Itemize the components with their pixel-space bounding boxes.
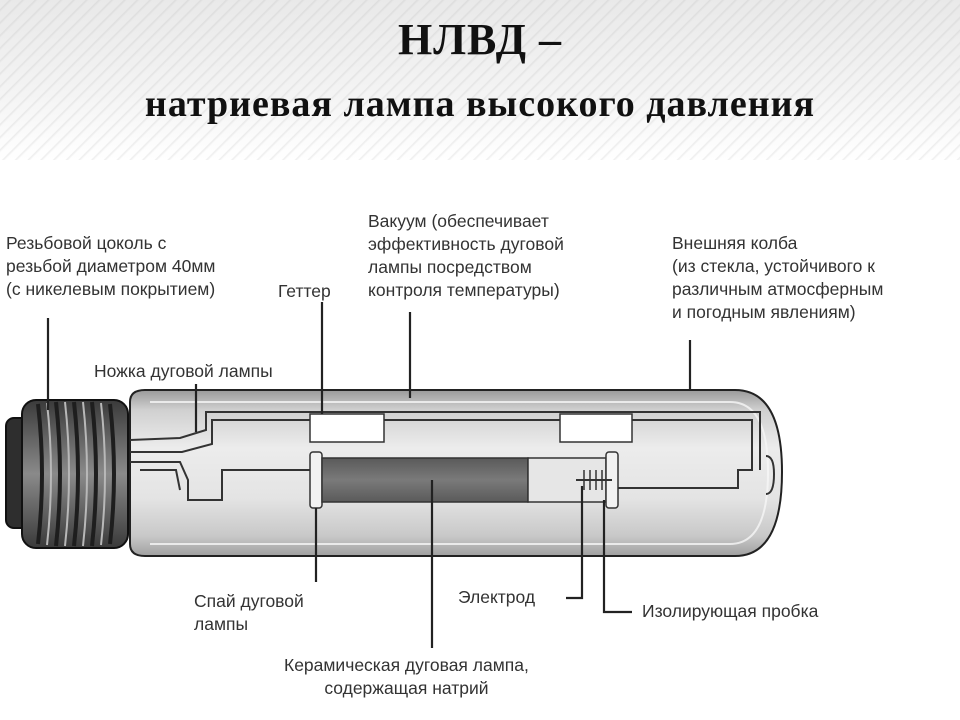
label-arc-stem: Ножка дуговой лампы xyxy=(94,361,273,381)
label-electrode: Электрод xyxy=(458,587,536,607)
header-background xyxy=(0,0,960,160)
getter-right xyxy=(559,413,633,443)
label-arc-seal: Спай дуговой лампы xyxy=(194,591,304,634)
page-title: НЛВД – xyxy=(398,15,562,64)
label-getter: Геттер xyxy=(278,281,331,301)
label-vacuum: Вакуум (обеспечивает эффективность дугов… xyxy=(368,211,564,300)
leader-plug xyxy=(602,500,632,614)
label-ceramic-arc-tube: Керамическая дуговая лампа, содержащая н… xyxy=(284,655,529,698)
getter-left xyxy=(309,413,385,443)
label-screw-base: Резьбовой цоколь с резьбой диаметром 40м… xyxy=(6,233,216,299)
page-subtitle: натриевая лампа высокого давления xyxy=(144,83,816,125)
screw-base xyxy=(5,399,129,549)
inner-bulb-highlight xyxy=(150,401,770,545)
arc-tube-assembly xyxy=(309,451,619,509)
label-insulating-plug: Изолирующая пробка xyxy=(642,601,819,621)
bulb-tip xyxy=(765,455,776,495)
label-outer-bulb: Внешняя колба (из стекла, устойчивого к … xyxy=(672,233,884,322)
support-frame xyxy=(129,411,761,501)
leader-lines xyxy=(46,302,692,648)
leader-electrode xyxy=(566,486,584,600)
